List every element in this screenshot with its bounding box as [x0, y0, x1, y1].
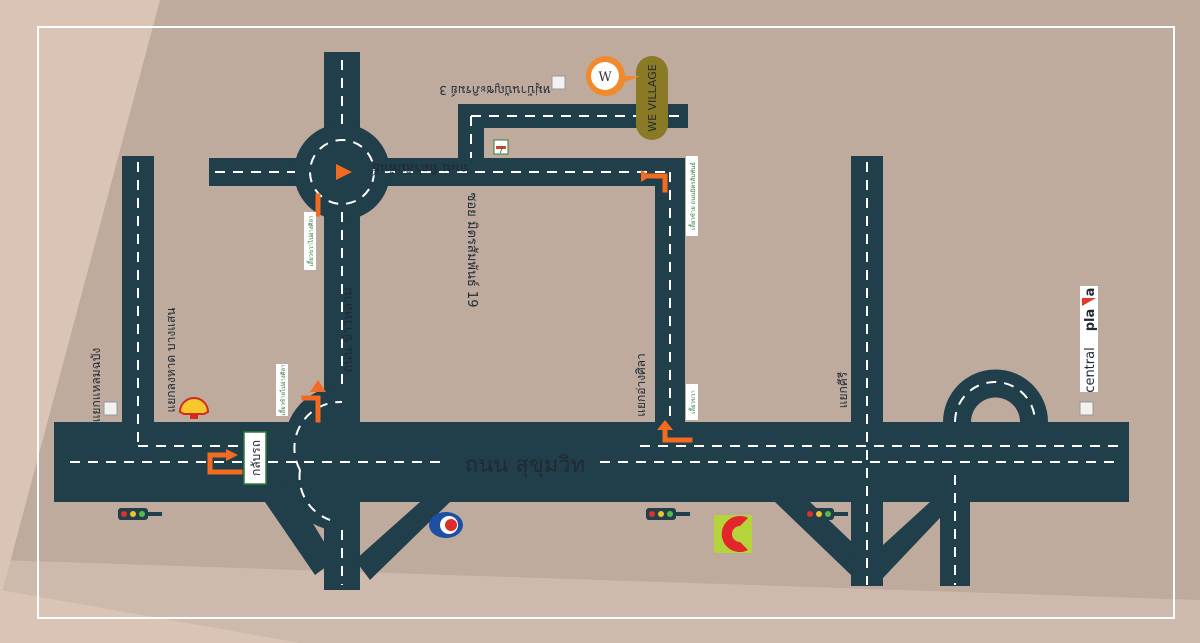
label-laem-chabang: แยกแหลมฉบัง [89, 348, 103, 423]
ramp-khiri-b [883, 502, 955, 578]
landmark-square-icon [103, 401, 118, 416]
frame-border [37, 26, 1175, 619]
sign-turn-left-mit-text: เลี้ยวซ้าย ถนนมิตรสัมพันธ์ [687, 162, 697, 230]
svg-text:W: W [598, 70, 612, 85]
label-village: หมู่บ้านบัญชะภิรมย์ 3 [439, 82, 551, 97]
sign-turn-left-sila-text: เลี้ยวซ้ายไปอ่างศิลา [277, 364, 287, 415]
we-village-badge [636, 56, 668, 140]
sign-turn-right-sila: เลี้ยวขวาไปอ่างศิลา [304, 212, 316, 270]
sign-turn-left-sila: เลี้ยวซ้ายไปอ่างศิลา [276, 364, 288, 416]
svg-text:7: 7 [498, 146, 504, 156]
landmark-square-icon [551, 75, 566, 90]
arrow-heads [226, 164, 673, 461]
sign-turn-left-mit: เลี้ยวซ้าย ถนนมิตรสัมพันธ์ [686, 156, 698, 236]
road-khiri [851, 156, 883, 586]
ramp-left-b [355, 502, 450, 580]
ramp-khiri-a [775, 502, 855, 575]
corner-light-area [0, 0, 160, 600]
central-plaza-text-b: pla [1083, 309, 1098, 332]
sign-turn-right: เลี้ยวขวา [686, 384, 698, 420]
label-khaolam: ถนน ข้าวหลาม [341, 287, 356, 373]
traffic-light-icon [804, 508, 848, 520]
road-markings [70, 60, 1118, 585]
u-turn-text: กลับรถ [249, 440, 263, 476]
sign-turn-right-text: เลี้ยวขวา [687, 390, 697, 413]
label-mitsamphan: ถนน มิตรสัมพันธ์ [372, 160, 468, 176]
shell-logo-icon [178, 397, 210, 419]
ramp-left-a [265, 502, 335, 575]
traffic-light-icon [646, 508, 690, 520]
label-ang-sila: แยกอ่างศิลา [634, 353, 648, 417]
central-plaza-logo: central pla a [1080, 286, 1098, 393]
we-village-pin-icon: W [585, 56, 640, 96]
we-village-text: WE VILLAGE [646, 64, 659, 131]
central-plaza-text-c: a [1083, 288, 1098, 297]
label-khiri: แยกคีรี [836, 371, 850, 408]
label-bang-saen: แยกลงหาด บางแสน [164, 308, 178, 413]
label-soi: ซอย มิตรสัมพันธ์ 19 [464, 193, 480, 308]
big-c-logo-icon [714, 515, 752, 553]
ptt-logo-icon [429, 512, 463, 538]
u-turn-sign: กลับรถ [243, 431, 267, 485]
sign-turn-right-sila-text: เลี้ยวขวาไปอ่างศิลา [305, 215, 315, 266]
seven-eleven-icon: 7 [493, 139, 509, 156]
bottom-light-area [0, 560, 1200, 643]
label-sukhumvit: ถนน สุขุมวิท [465, 453, 585, 478]
central-plaza-text-a: central [1083, 347, 1098, 392]
traffic-light-icon [118, 508, 162, 520]
loop-central [943, 369, 1048, 422]
landmark-square-icon [1079, 401, 1094, 416]
